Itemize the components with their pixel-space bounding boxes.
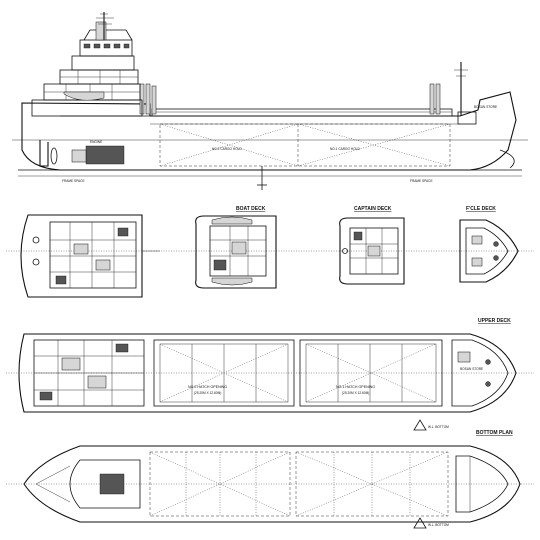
fcle-deck-title: F'CLE DECK (466, 206, 496, 212)
svg-text:W.L. BOTTOM: W.L. BOTTOM (428, 523, 449, 527)
svg-text:FRAME SPACE: FRAME SPACE (410, 179, 433, 183)
hatch-posts (139, 83, 441, 115)
hatch-2-dim: (25.20M X 12.60M) (194, 391, 221, 395)
hold-label-1: NO.1 CARGO HOLD (330, 147, 360, 151)
hatch-2 (153, 339, 295, 407)
hull-outline (21, 91, 517, 171)
fore-mast (454, 62, 477, 125)
bulbous-bow (499, 149, 515, 169)
engine: ENGINE (71, 140, 125, 165)
rudder (39, 140, 49, 167)
wl-marker-top: W.L. BOTTOM (413, 419, 449, 431)
svg-text:BOSUN STORE: BOSUN STORE (474, 105, 497, 109)
boat-deck-title: BOAT DECK (236, 206, 266, 212)
hatch-1-dim: (25.20M X 12.60M) (342, 391, 369, 395)
bottom-plan-title: BOTTOM PLAN (476, 430, 513, 436)
hatch-1-label: NO.1 HATCH OPENING (336, 385, 375, 389)
bottom-plan: BOTTOM PLAN W.L. BOTTOM W.L. BOTTOM (23, 419, 521, 529)
captain-deck-title: CAPTAIN DECK (354, 206, 392, 212)
hatch-coaming (151, 108, 453, 117)
main-mast (96, 12, 114, 40)
captain-deck-plan: CAPTAIN DECK (339, 206, 405, 285)
upper-deck-title: UPPER DECK (478, 318, 511, 324)
bridge-windows (83, 43, 130, 49)
superstructure (31, 21, 143, 117)
svg-text:W.L. BOTTOM: W.L. BOTTOM (428, 425, 449, 429)
cargo-hold-outline (159, 123, 451, 167)
svg-text:FRAME SPACE: FRAME SPACE (62, 179, 85, 183)
centre-lines (6, 250, 534, 485)
fcle-deck-plan: F'CLE DECK (459, 206, 519, 283)
upper-deck-plan: UPPER DECK NO.2 HATCH OPENING (25.20M X … (18, 318, 517, 413)
lifeboat (63, 91, 105, 101)
svg-text:ENGINE: ENGINE (90, 140, 102, 144)
wl-marker-bottom: W.L. BOTTOM (413, 517, 449, 529)
accommodation-deck-plan (20, 214, 160, 298)
hatch-1 (299, 339, 443, 407)
hold-label-2: NO.2 CARGO HOLD (212, 147, 242, 151)
propeller (50, 147, 58, 165)
profile-view: NO.2 CARGO HOLD NO.1 CARGO HOLD (12, 12, 528, 190)
svg-text:BOSUN STORE: BOSUN STORE (460, 367, 483, 371)
boat-deck-plan: BOAT DECK (195, 206, 277, 289)
funnel (95, 21, 107, 41)
hatch-2-label: NO.2 HATCH OPENING (188, 385, 227, 389)
